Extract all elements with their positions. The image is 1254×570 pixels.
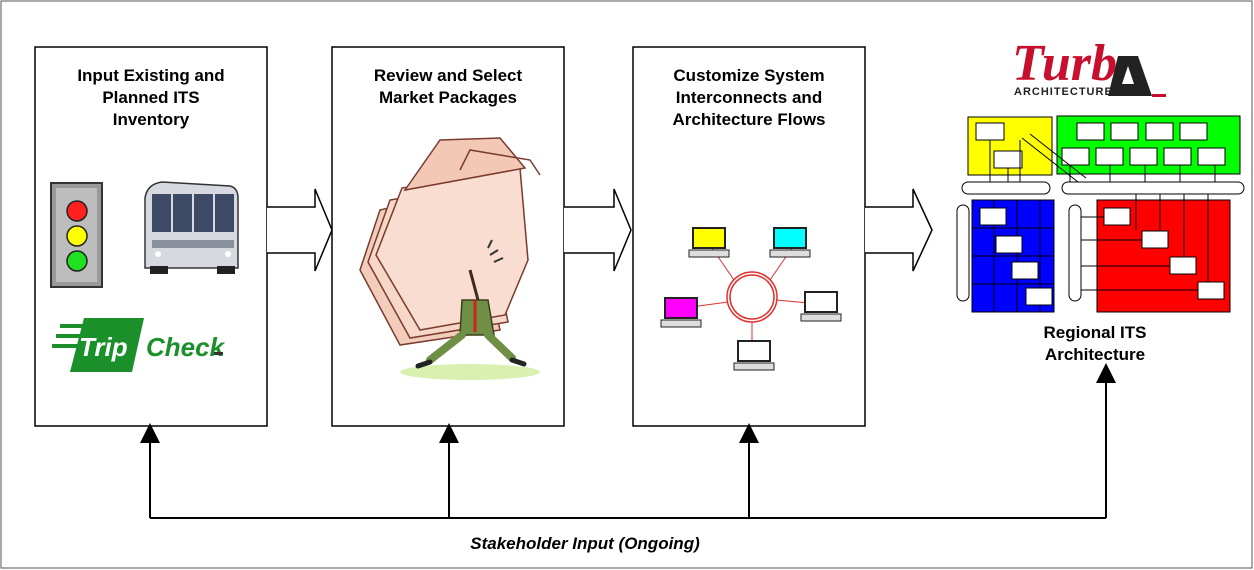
step-title-inventory: Input Existing and Planned ITS Inventory bbox=[77, 66, 225, 129]
computer-yellow-icon bbox=[688, 227, 730, 258]
stakeholder-feedback-lines bbox=[140, 363, 1116, 519]
computer-white-right-icon bbox=[800, 291, 842, 322]
step-title-market-packages: Review and Select Market Packages bbox=[373, 66, 523, 107]
flow-arrow-2 bbox=[564, 188, 632, 272]
computer-white-bottom-icon bbox=[733, 340, 775, 371]
turbo-logo-main: Turb bbox=[1012, 35, 1117, 92]
turbo-architecture-logo: Turb ARCHITECTURE bbox=[1012, 35, 1166, 98]
computer-cyan-icon bbox=[769, 227, 811, 258]
bus-icon bbox=[144, 181, 239, 274]
regional-architecture-graphic bbox=[956, 115, 1245, 313]
output-caption: Regional ITS Architecture bbox=[1043, 323, 1147, 364]
computer-magenta-icon bbox=[660, 297, 702, 328]
flow-arrow-1 bbox=[267, 188, 333, 272]
flow-arrow-3 bbox=[865, 188, 933, 272]
tripcheck-logo-part-b: Check bbox=[146, 332, 226, 362]
turbo-logo-sub: ARCHITECTURE bbox=[1014, 86, 1113, 98]
traffic-signal-icon bbox=[50, 182, 103, 288]
step-title-interconnects: Customize System Interconnects and Archi… bbox=[672, 66, 826, 129]
tripcheck-logo-part-a: Trip bbox=[79, 332, 128, 362]
tripcheck-logo: Trip Check bbox=[52, 318, 226, 372]
stakeholder-input-label: Stakeholder Input (Ongoing) bbox=[470, 534, 700, 553]
network-diagram bbox=[660, 227, 842, 371]
folder-papers-icon bbox=[359, 137, 541, 380]
